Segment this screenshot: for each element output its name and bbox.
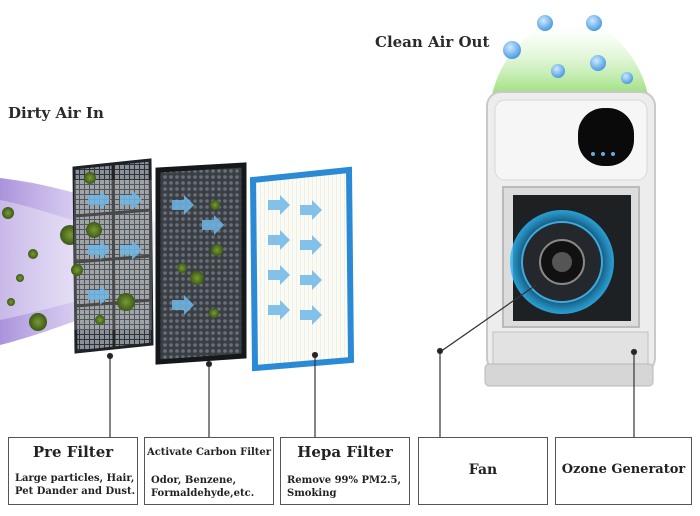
pre-filter-graphic: [71, 158, 154, 354]
hepa-filter-desc-line-1: Remove 99% PM2.5,: [287, 475, 401, 486]
carbon-filter-desc-line-1: Odor, Benzene,: [151, 475, 237, 486]
carbon-filter-title: Activate Carbon Filter: [146, 447, 272, 458]
pre-filter-desc-line-1: Large particles, Hair,: [15, 473, 135, 484]
dirty-air-heading: Dirty Air In: [8, 104, 104, 122]
hepa-filter-label-box: Hepa Filter Remove 99% PM2.5, Smoking: [280, 437, 410, 505]
hepa-filter-desc-line-2: Smoking: [287, 488, 337, 499]
pre-filter-label-box: Pre Filter Large particles, Hair, Pet Da…: [8, 437, 138, 505]
carbon-filter-desc-line-2: Formaldehyde,etc.: [151, 488, 255, 499]
hepa-filter-title: Hepa Filter: [297, 443, 393, 461]
clean-air-plume: [492, 25, 648, 95]
leader-lines: [106, 284, 638, 437]
fan-label-box: Fan: [418, 437, 548, 505]
pre-filter-title: Pre Filter: [32, 443, 114, 461]
carbon-filter-graphic: [155, 162, 247, 365]
clean-air-heading: Clean Air Out: [375, 33, 490, 51]
ozone-generator-title: Ozone Generator: [561, 462, 686, 477]
fan-title: Fan: [468, 462, 498, 478]
pre-filter-desc-line-2: Pet Dander and Dust.: [15, 486, 136, 497]
ozone-generator-label-box: Ozone Generator: [555, 437, 692, 505]
carbon-filter-label-box: Activate Carbon Filter Odor, Benzene, Fo…: [144, 437, 274, 505]
hepa-filter-graphic: [249, 166, 355, 372]
purifier-device: [484, 91, 656, 387]
clean-air-bubbles: [503, 15, 633, 84]
airflow-arrows: [88, 190, 322, 325]
